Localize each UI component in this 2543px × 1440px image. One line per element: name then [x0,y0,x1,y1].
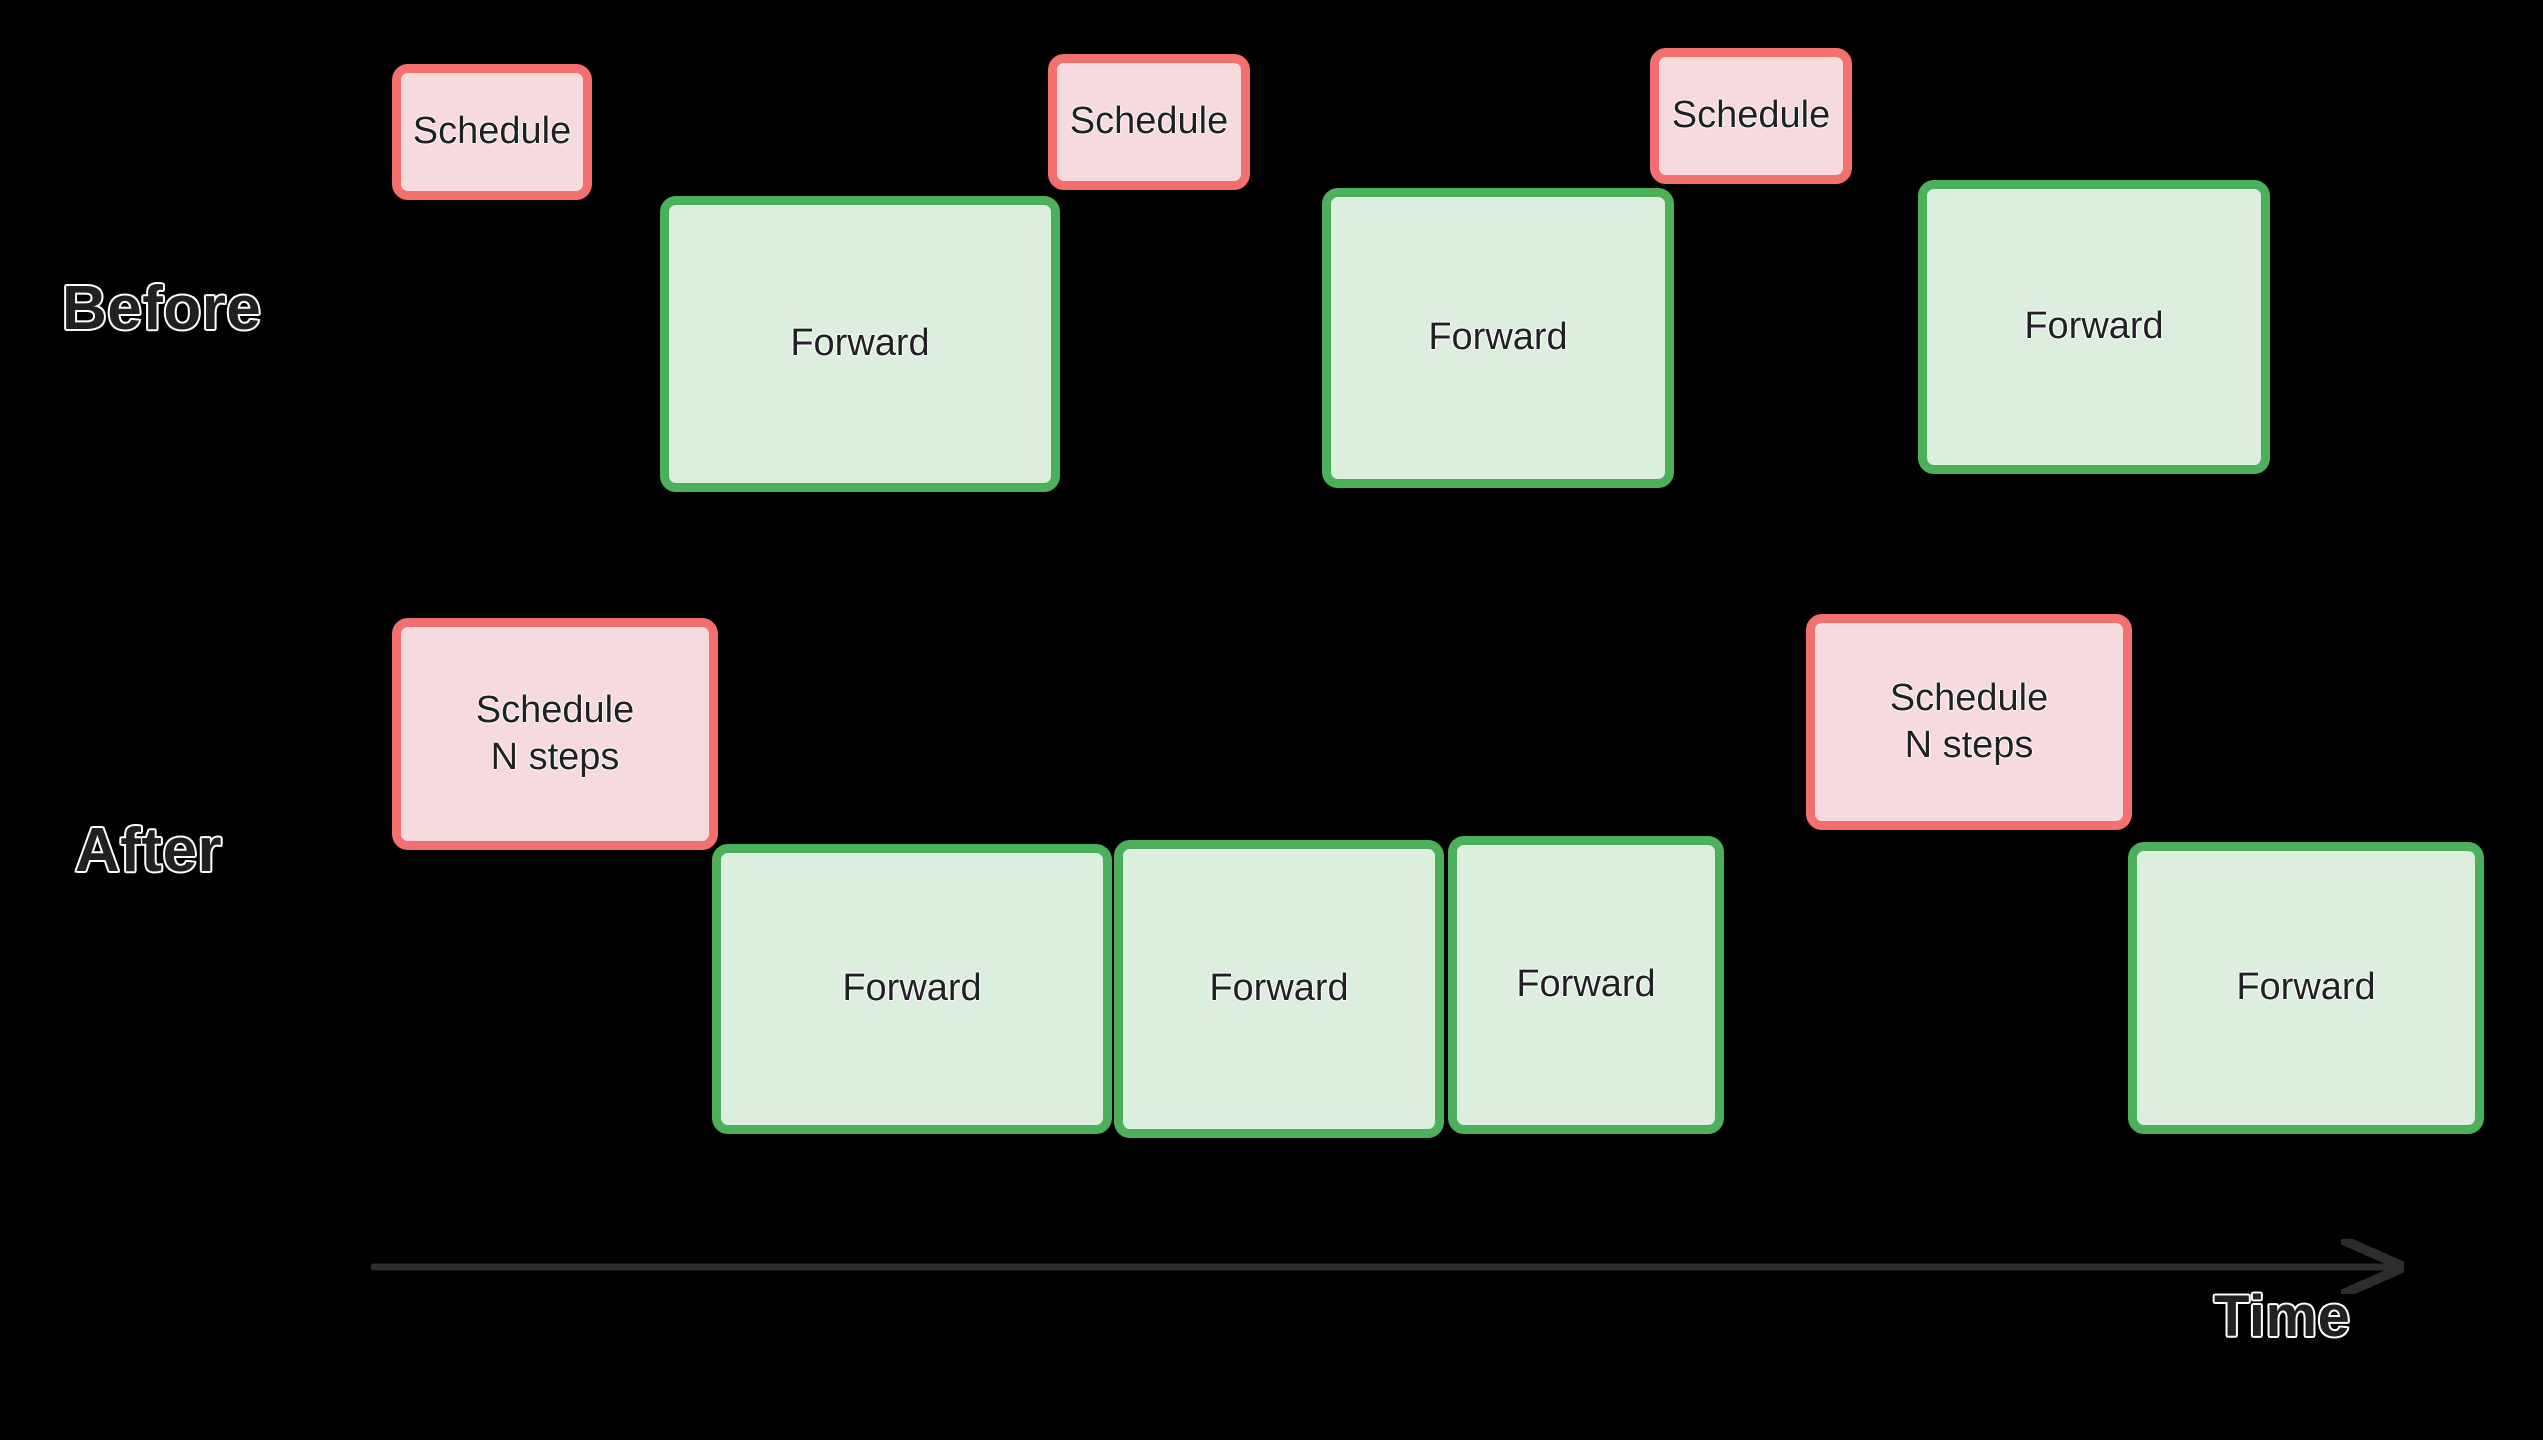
forward-block: Forward [712,844,1112,1134]
forward-block: Forward [1448,836,1724,1134]
forward-block: Forward [1322,188,1674,488]
schedule-block: Schedule [1048,54,1250,190]
schedule-n-steps-block: Schedule N steps [392,618,718,850]
forward-block: Forward [1918,180,2270,474]
forward-block: Forward [660,196,1060,492]
forward-block: Forward [1114,840,1444,1138]
time-axis-arrow [370,1238,2425,1294]
schedule-n-steps-block: Schedule N steps [1806,614,2132,830]
time-axis-label: Time [2212,1284,2351,1349]
schedule-block: Schedule [1650,48,1852,184]
schedule-block: Schedule [392,64,592,200]
forward-block: Forward [2128,842,2484,1134]
row-label-before: Before [60,274,262,343]
row-label-after: After [73,816,223,885]
